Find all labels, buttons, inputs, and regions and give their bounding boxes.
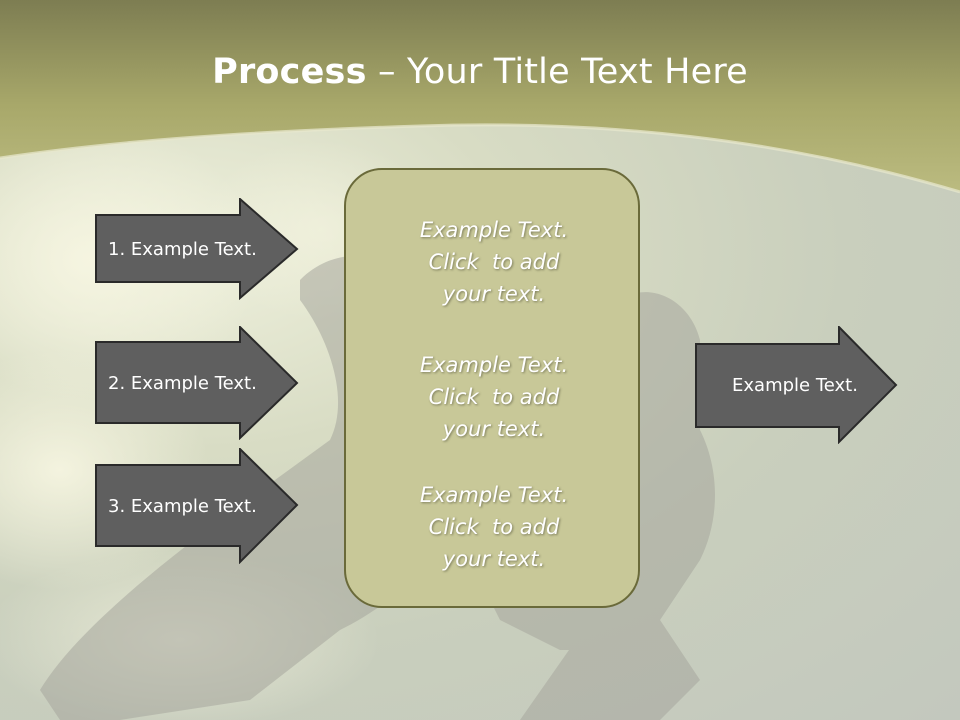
- arrow-label: 1. Example Text.: [108, 238, 257, 260]
- arrow-shape: [695, 326, 898, 444]
- center-paragraph-1: Example Text. Click to add your text.: [346, 214, 642, 310]
- result-arrow[interactable]: Example Text.: [695, 326, 899, 444]
- title-bold: Process: [212, 52, 367, 92]
- center-text-box[interactable]: Example Text. Click to add your text. Ex…: [344, 168, 640, 608]
- arrow-label: 2. Example Text.: [108, 372, 257, 394]
- arrow-shape: [95, 326, 299, 440]
- paragraph-line: Click to add: [428, 385, 560, 409]
- paragraph-line: Example Text.: [419, 353, 569, 377]
- slide-title[interactable]: Process – Your Title Text Here: [0, 52, 960, 92]
- process-step-arrow-3[interactable]: 3. Example Text.: [95, 448, 300, 564]
- paragraph-line: your text.: [442, 547, 546, 571]
- paragraph-line: Example Text.: [419, 483, 569, 507]
- arrow-shape: [95, 198, 299, 300]
- paragraph-line: Click to add: [428, 250, 560, 274]
- process-step-arrow-2[interactable]: 2. Example Text.: [95, 326, 300, 440]
- header-band: [0, 0, 960, 192]
- paragraph-line: your text.: [442, 282, 546, 306]
- center-paragraph-2: Example Text. Click to add your text.: [346, 349, 642, 445]
- paragraph-line: your text.: [442, 417, 546, 441]
- paragraph-line: Click to add: [428, 515, 560, 539]
- header-arc-highlight: [0, 123, 960, 194]
- arrow-label: 3. Example Text.: [108, 495, 257, 517]
- arrow-shape: [95, 448, 299, 564]
- center-paragraph-3: Example Text. Click to add your text.: [346, 479, 642, 575]
- process-step-arrow-1[interactable]: 1. Example Text.: [95, 198, 300, 300]
- paragraph-line: Example Text.: [419, 218, 569, 242]
- title-rest: – Your Title Text Here: [366, 52, 748, 92]
- arrow-label: Example Text.: [732, 374, 858, 396]
